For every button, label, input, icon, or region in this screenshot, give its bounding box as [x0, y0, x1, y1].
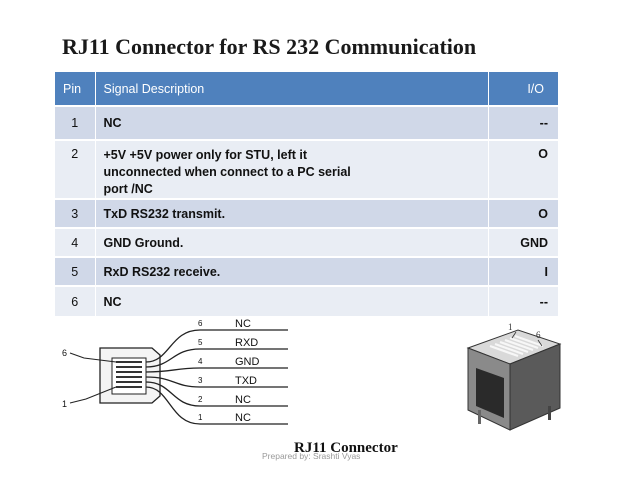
wire-number: 1 — [198, 413, 203, 422]
cell-io: O — [488, 198, 558, 228]
jack-pin-label: 6 — [536, 330, 541, 340]
cell-desc: TxD RS232 transmit. — [95, 198, 489, 228]
table-row: 5 RxD RS232 receive. I — [55, 256, 558, 286]
wire-number: 4 — [198, 357, 203, 366]
pin-table: Pin Signal Description I/O 1 NC -- 2 +5V… — [55, 72, 558, 316]
rj11-jack-image: 1 6 — [466, 322, 562, 431]
header-pin: Pin — [55, 72, 96, 106]
wire-label: GND — [235, 356, 260, 368]
table-row: 3 TxD RS232 transmit. O — [55, 198, 558, 228]
wire-label: NC — [235, 318, 251, 330]
cell-desc: NC — [95, 285, 489, 316]
rj11-jack-icon — [466, 329, 562, 431]
cell-desc: RxD RS232 receive. — [95, 256, 489, 286]
rj11-plug-icon — [99, 347, 161, 404]
diagram-caption: RJ11 Connector — [294, 440, 398, 456]
wire-label: RXD — [235, 337, 258, 349]
cell-desc: GND Ground. — [95, 227, 489, 257]
header-io: I/O — [488, 72, 558, 106]
rj11-wiring-diagram: 6 1 6 NC 5 RXD 4 GND 3 TXD 2 NC 1 NC — [62, 318, 288, 425]
table-row: 6 NC -- — [55, 285, 558, 316]
wire-bundle — [145, 329, 288, 425]
header-signal-description: Signal Description — [95, 72, 489, 106]
cell-io: O — [488, 139, 558, 199]
footer-credit: Prepared by: Srashti Vyas — [262, 451, 361, 461]
cell-pin: 6 — [55, 285, 96, 316]
cell-pin: 2 — [55, 139, 96, 199]
wire-label: TXD — [235, 375, 257, 387]
cell-io: -- — [488, 285, 558, 316]
cell-io: GND — [488, 227, 558, 257]
table-row: 2 +5V +5V power only for STU, left it un… — [55, 139, 558, 199]
jack-pin-label: 1 — [508, 322, 513, 332]
plug-side-label: 6 — [62, 348, 67, 358]
wire-number: 6 — [198, 319, 203, 328]
plug-side-label: 1 — [62, 399, 67, 409]
table-header-row: Pin Signal Description I/O — [55, 72, 558, 106]
wire-label: NC — [235, 394, 251, 406]
cell-pin: 1 — [55, 105, 96, 140]
table-row: 1 NC -- — [55, 105, 558, 140]
cell-pin: 5 — [55, 256, 96, 286]
page-title: RJ11 Connector for RS 232 Communication — [62, 34, 477, 59]
cell-pin: 4 — [55, 227, 96, 257]
wire-label: NC — [235, 412, 251, 424]
wire-number: 3 — [198, 376, 203, 385]
cell-io: -- — [488, 105, 558, 140]
table-row: 4 GND Ground. GND — [55, 227, 558, 257]
cell-desc: NC — [95, 105, 489, 140]
wire-number: 5 — [198, 338, 203, 347]
cell-io: I — [488, 256, 558, 286]
cell-desc: +5V +5V power only for STU, left it unco… — [95, 139, 489, 199]
wire-number: 2 — [198, 395, 203, 404]
cell-pin: 3 — [55, 198, 96, 228]
